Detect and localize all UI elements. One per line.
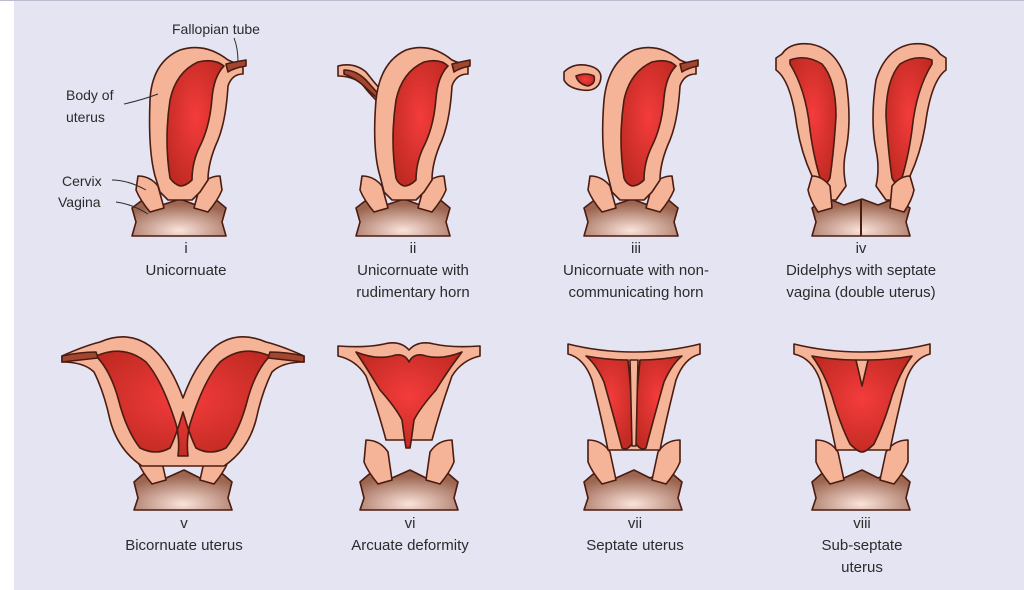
label-fallopian-tube: Fallopian tube <box>172 21 260 37</box>
figure-septate <box>568 344 700 510</box>
caption-numeral-iii: iii <box>631 240 641 257</box>
caption-numeral-viii: viii <box>853 515 871 532</box>
figure-arcuate <box>338 343 480 510</box>
septum <box>630 360 638 446</box>
caption-iv-line1: Didelphys with septate <box>786 262 936 279</box>
figure-unicornuate-rudimentary-horn <box>338 48 470 236</box>
figure-didelphys <box>776 44 946 236</box>
caption-viii-line2: uterus <box>841 559 883 576</box>
leader-fallopian-tube <box>234 38 238 62</box>
caption-iv-line2: vagina (double uterus) <box>786 284 935 301</box>
caption-viii-line1: Sub-septate <box>822 537 903 554</box>
caption-v-line1: Bicornuate uterus <box>125 537 243 554</box>
figure-subseptate <box>794 344 930 510</box>
caption-vii-line1: Septate uterus <box>586 537 684 554</box>
caption-iii-line2: communicating horn <box>568 284 703 301</box>
caption-vi-line1: Arcuate deformity <box>351 537 469 554</box>
label-cervix: Cervix <box>62 173 102 189</box>
caption-ii-line2: rudimentary horn <box>356 284 469 301</box>
uterine-cavity <box>356 352 462 448</box>
figure-unicornuate-noncommunicating-horn <box>564 48 698 236</box>
caption-iii-line1: Unicornuate with non- <box>563 262 709 279</box>
label-body-of-uterus-line2: uterus <box>66 109 105 125</box>
figure-bicornuate <box>62 337 304 510</box>
caption-numeral-i: i <box>184 240 187 257</box>
caption-numeral-v: v <box>180 515 188 532</box>
caption-numeral-vii: vii <box>628 515 642 532</box>
caption-numeral-vi: vi <box>405 515 416 532</box>
label-body-of-uterus-line1: Body of <box>66 87 114 103</box>
figure-unicornuate <box>132 48 246 236</box>
caption-ii-line1: Unicornuate with <box>357 262 469 279</box>
caption-numeral-ii: ii <box>410 240 417 257</box>
label-vagina: Vagina <box>58 194 101 210</box>
caption-numeral-iv: iv <box>856 240 867 257</box>
caption-i-line1: Unicornuate <box>146 262 227 279</box>
